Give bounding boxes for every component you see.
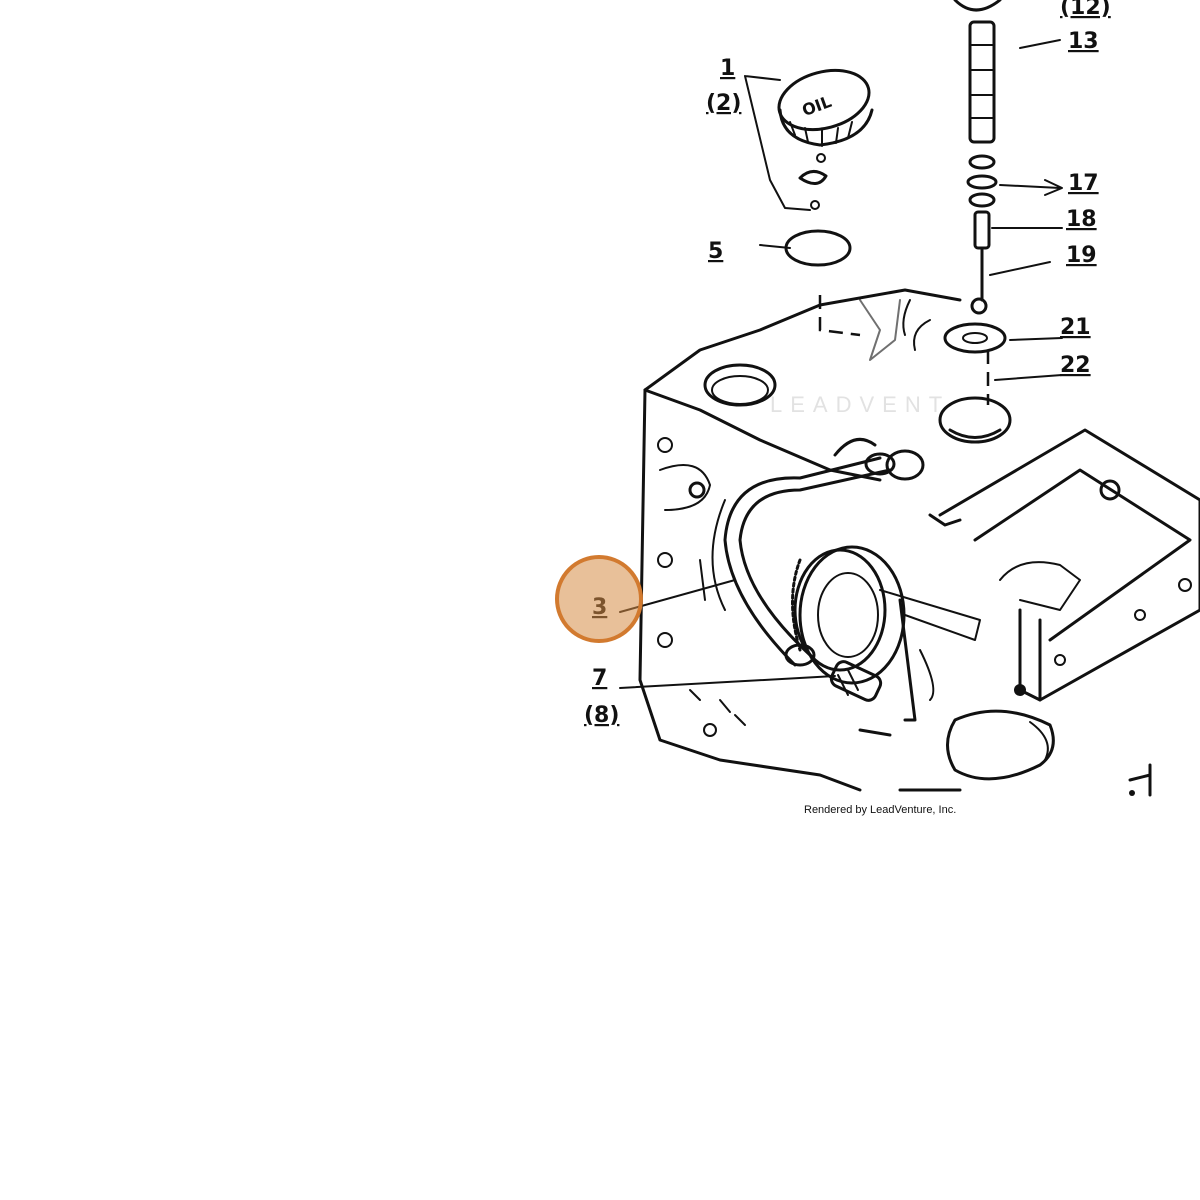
callout-1[interactable]: 1 [720,56,735,81]
dipstick-column[interactable] [943,0,1007,405]
transmission-housing[interactable] [638,288,1200,797]
callout-labels: 1 (2) 5 3 7 (8) (12) 13 17 18 19 21 22 [584,0,1111,728]
callout-7[interactable]: 7 [592,666,607,691]
callout-19[interactable]: 19 [1066,243,1097,268]
callout-17[interactable]: 17 [1068,171,1099,196]
callout-5[interactable]: 5 [708,239,723,264]
callout-13[interactable]: 13 [1068,29,1099,54]
o-ring-part-5[interactable] [784,229,852,267]
watermark: LEADVENT [770,299,950,417]
callout-21[interactable]: 21 [1060,315,1091,340]
leader-lines [619,39,1063,689]
oil-cap-assembly[interactable]: OIL [772,61,875,210]
credit-text: Rendered by LeadVenture, Inc. [804,804,956,816]
oil-cap-label: OIL [799,92,833,120]
callout-2[interactable]: (2) [706,91,741,116]
watermark-text: LEADVENT [770,392,950,417]
callout-highlight-marker[interactable] [555,555,643,643]
callout-22[interactable]: 22 [1060,353,1091,378]
callout-12[interactable]: (12) [1060,0,1111,20]
callout-8[interactable]: (8) [584,703,619,728]
callout-18[interactable]: 18 [1066,207,1097,232]
